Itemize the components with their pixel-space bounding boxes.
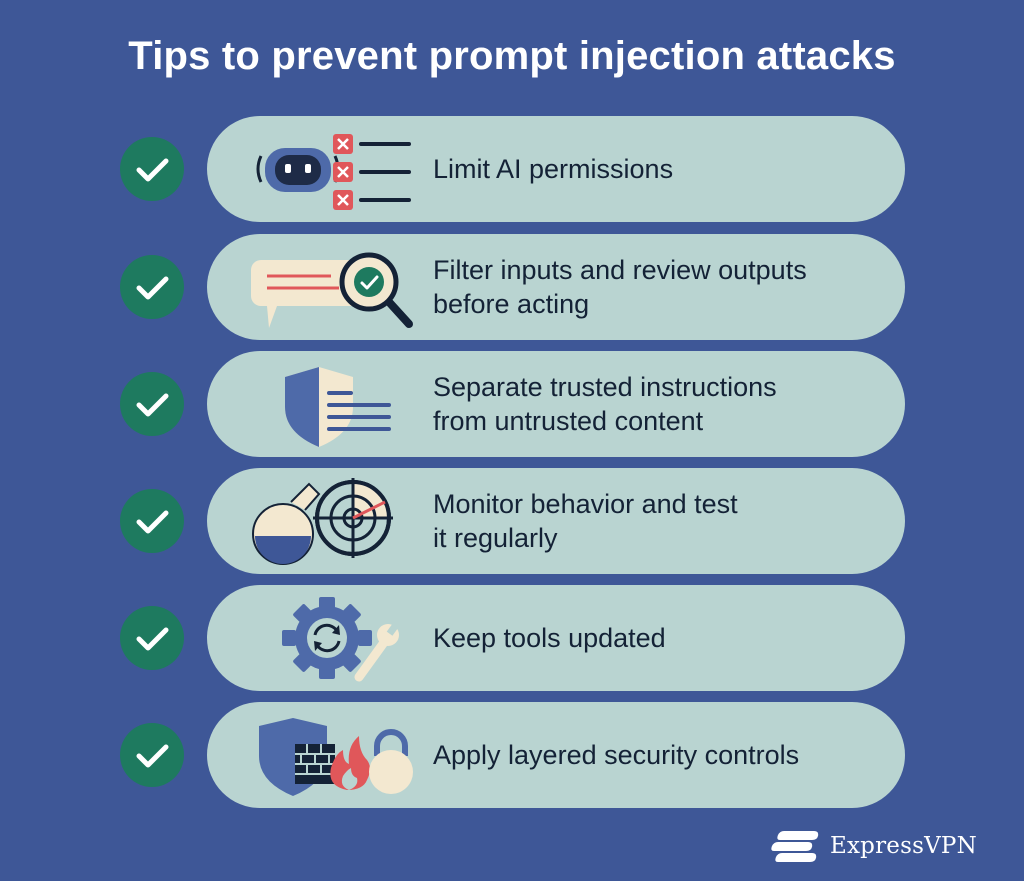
check-icon (120, 137, 184, 201)
tip-label-line-1: Apply layered security controls (433, 740, 800, 770)
tip-label-line-2: it regularly (433, 523, 558, 553)
check-icon (120, 489, 184, 553)
tip-pill: Keep tools updated (207, 585, 905, 691)
shield-firewall-lock-icon (259, 718, 413, 796)
tip-label-line-2: from untrusted content (433, 406, 704, 436)
tip-pill: Separate trusted instructions from untru… (207, 351, 905, 457)
expressvpn-logo-icon (771, 831, 819, 862)
tip-label-line-1: Separate trusted instructions (433, 372, 777, 402)
tip-row-1: Limit AI permissions (0, 116, 1024, 222)
tip-label: Limit AI permissions (433, 116, 883, 222)
flask-radar-icon (252, 478, 393, 565)
tip-pill: Limit AI permissions (207, 116, 905, 222)
tip-label: Filter inputs and review outputs before … (433, 234, 883, 340)
tip-label-line-1: Filter inputs and review outputs (433, 255, 807, 285)
tip-label-line-2: before acting (433, 289, 590, 319)
tip-label: Apply layered security controls (433, 702, 883, 808)
tip-label: Separate trusted instructions from untru… (433, 351, 883, 457)
brand-logo: ExpressVPN (770, 826, 977, 866)
tip-label: Keep tools updated (433, 585, 883, 691)
brand-name: ExpressVPN (830, 833, 977, 859)
check-icon (120, 372, 184, 436)
tip-row-5: Keep tools updated (0, 585, 1024, 691)
tip-pill: Monitor behavior and test it regularly (207, 468, 905, 574)
check-icon (120, 606, 184, 670)
tip-row-2: Filter inputs and review outputs before … (0, 234, 1024, 340)
tip-label: Monitor behavior and test it regularly (433, 468, 883, 574)
check-icon (120, 723, 184, 787)
robot-checklist-icon (256, 134, 411, 210)
shield-lines-icon (285, 367, 391, 447)
tip-row-6: Apply layered security controls (0, 702, 1024, 808)
tip-row-3: Separate trusted instructions from untru… (0, 351, 1024, 457)
tip-label-line-1: Keep tools updated (433, 623, 666, 653)
tip-label-line-1: Monitor behavior and test (433, 489, 738, 519)
gear-wrench-icon (282, 597, 400, 682)
tip-row-4: Monitor behavior and test it regularly (0, 468, 1024, 574)
tip-pill: Apply layered security controls (207, 702, 905, 808)
tip-pill: Filter inputs and review outputs before … (207, 234, 905, 340)
tip-label-line-1: Limit AI permissions (433, 154, 674, 184)
check-icon (120, 255, 184, 319)
chat-magnifier-icon (251, 252, 413, 328)
page-title: Tips to prevent prompt injection attacks (128, 34, 896, 78)
